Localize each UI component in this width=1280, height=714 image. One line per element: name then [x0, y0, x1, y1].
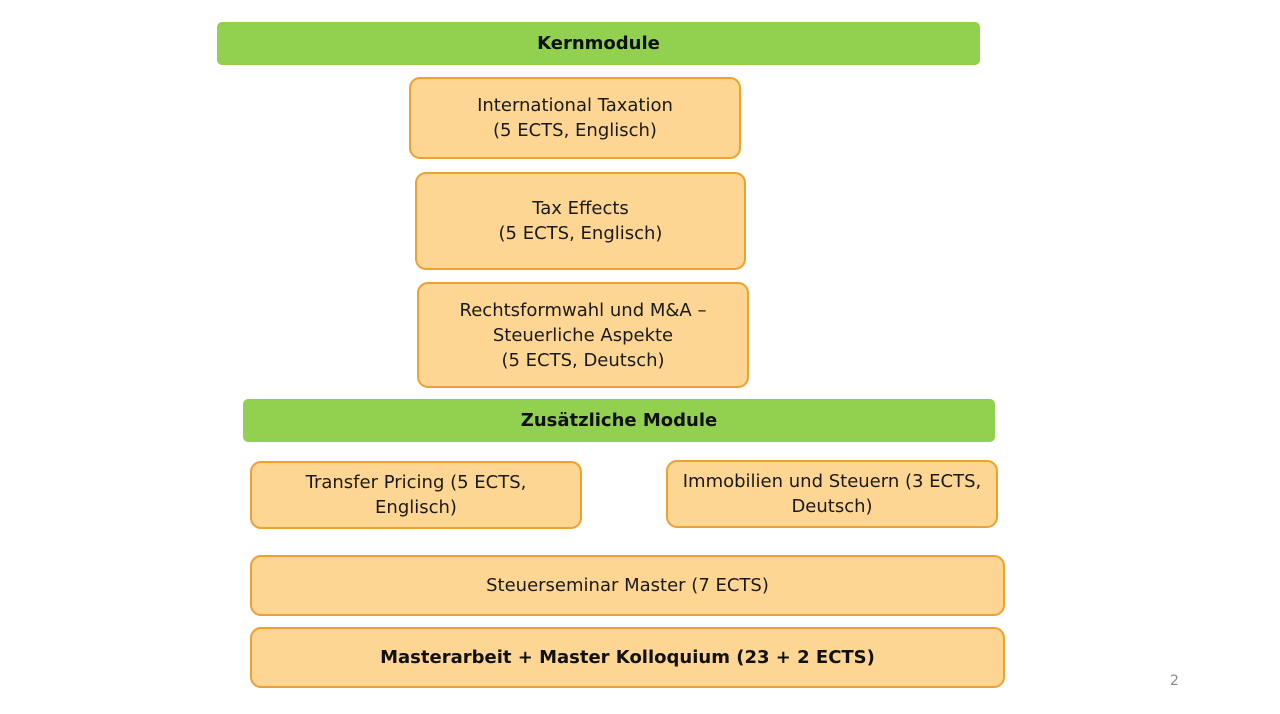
module-tax-effects: Tax Effects (5 ECTS, Englisch) [415, 172, 746, 270]
module-tax-effects-label: Tax Effects (5 ECTS, Englisch) [498, 198, 663, 244]
page-number: 2 [1170, 673, 1179, 689]
module-rechtsformwahl-label: Rechtsformwahl und M&A – Steuerliche Asp… [459, 299, 707, 371]
module-masterarbeit: Masterarbeit + Master Kolloquium (23 + 2… [250, 627, 1005, 688]
kernmodule-header-label: Kernmodule [537, 33, 660, 54]
module-masterarbeit-label: Masterarbeit + Master Kolloquium (23 + 2… [380, 647, 875, 668]
module-immobilien-und-steuern-label: Immobilien und Steuern (3 ECTS, Deutsch) [682, 471, 982, 517]
zusaetzliche-module-header: Zusätzliche Module [243, 399, 995, 442]
module-steuerseminar-master-label: Steuerseminar Master (7 ECTS) [486, 575, 769, 596]
module-rechtsformwahl: Rechtsformwahl und M&A – Steuerliche Asp… [417, 282, 749, 388]
module-immobilien-und-steuern: Immobilien und Steuern (3 ECTS, Deutsch) [666, 460, 998, 528]
module-transfer-pricing-label: Transfer Pricing (5 ECTS, Englisch) [305, 472, 527, 518]
module-international-taxation-label: International Taxation (5 ECTS, Englisch… [477, 95, 673, 141]
kernmodule-header: Kernmodule [217, 22, 980, 65]
module-international-taxation: International Taxation (5 ECTS, Englisch… [409, 77, 741, 159]
module-transfer-pricing: Transfer Pricing (5 ECTS, Englisch) [250, 461, 582, 529]
zusaetzliche-module-header-label: Zusätzliche Module [520, 410, 718, 431]
module-steuerseminar-master: Steuerseminar Master (7 ECTS) [250, 555, 1005, 616]
